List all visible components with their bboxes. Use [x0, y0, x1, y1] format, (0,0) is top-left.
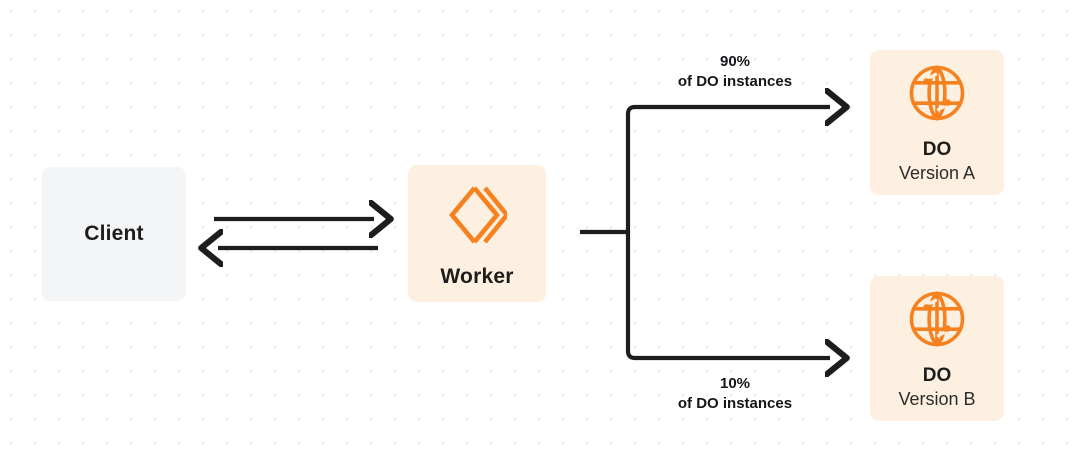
edge-label-do-b-caption: of DO instances: [677, 394, 793, 412]
edge-worker-to-do-b: [625, 232, 830, 358]
edge-worker-to-do-a: [625, 107, 830, 232]
edge-label-do-b-percent: 10%: [719, 375, 751, 392]
edge-label-do-a-caption: of DO instances: [677, 72, 793, 90]
edge-label-do-a-percent: 90%: [719, 53, 751, 70]
cloudflare-workers-icon: [447, 184, 510, 251]
globe-icon: [908, 290, 966, 353]
node-do-version-b[interactable]: DO Version B: [870, 276, 1004, 421]
edge-label-do-b: 10% of DO instances: [630, 374, 840, 413]
node-do-b-title: DO: [922, 364, 952, 386]
node-worker[interactable]: Worker: [408, 165, 546, 302]
node-do-b-subtitle: Version B: [898, 389, 976, 409]
node-do-version-a[interactable]: DO Version A: [870, 50, 1004, 195]
edge-label-do-a: 90% of DO instances: [630, 52, 840, 91]
node-client-label: Client: [84, 222, 144, 245]
node-do-a-title: DO: [922, 138, 952, 160]
globe-icon: [908, 64, 966, 127]
node-client[interactable]: Client: [42, 167, 186, 301]
node-do-a-subtitle: Version A: [898, 163, 976, 183]
node-worker-label: Worker: [440, 265, 514, 288]
